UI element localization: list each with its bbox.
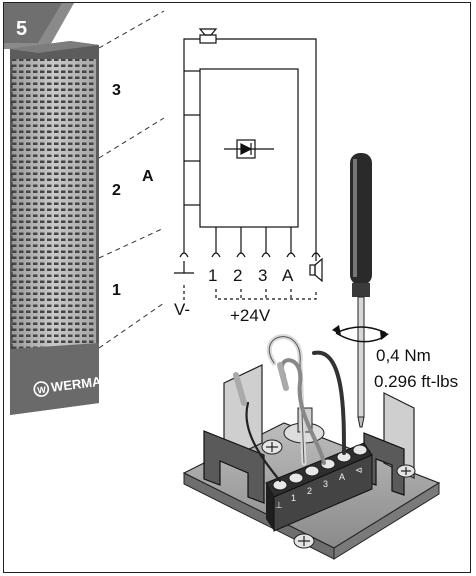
terminal-base: ⊥ 1 2 3 A ⊲ bbox=[182, 334, 441, 560]
terminal-label-3: 3 bbox=[258, 266, 267, 285]
level-label-2: 2 bbox=[112, 182, 121, 199]
wiring-diagram: 5 W WERMA 3 2 1 A bbox=[4, 3, 458, 560]
ground-label: V- bbox=[174, 300, 190, 319]
werma-logo: W WERMA bbox=[33, 374, 103, 397]
base-label-a: A bbox=[339, 472, 345, 482]
level-label-3: 3 bbox=[112, 82, 121, 99]
signal-tower-column: W WERMA bbox=[10, 41, 103, 415]
terminal-label-1: 1 bbox=[208, 266, 217, 285]
step-number: 5 bbox=[16, 18, 27, 40]
base-label-2: 2 bbox=[307, 486, 312, 496]
supply-label: +24V bbox=[230, 306, 271, 325]
explode-lines bbox=[11, 10, 165, 353]
torque-nm: 0,4 Nm bbox=[376, 346, 431, 365]
section-label: A bbox=[142, 168, 154, 185]
step-badge: 5 bbox=[4, 3, 74, 49]
base-label-3: 3 bbox=[323, 479, 328, 489]
terminal-label-2: 2 bbox=[233, 266, 242, 285]
base-label-buzzer: ⊲ bbox=[355, 465, 363, 475]
svg-text:W: W bbox=[37, 384, 47, 395]
level-label-1: 1 bbox=[112, 282, 121, 299]
base-label-1: 1 bbox=[291, 493, 296, 503]
circuit-schematic bbox=[174, 28, 323, 301]
base-label-ground: ⊥ bbox=[275, 500, 283, 510]
torque-ftlbs: 0.296 ft-lbs bbox=[374, 372, 458, 391]
instruction-figure: 5 W WERMA 3 2 1 A bbox=[3, 2, 471, 573]
screwdriver-icon bbox=[332, 153, 389, 428]
terminal-label-a: A bbox=[282, 266, 294, 285]
brand-name: WERMA bbox=[50, 374, 103, 395]
